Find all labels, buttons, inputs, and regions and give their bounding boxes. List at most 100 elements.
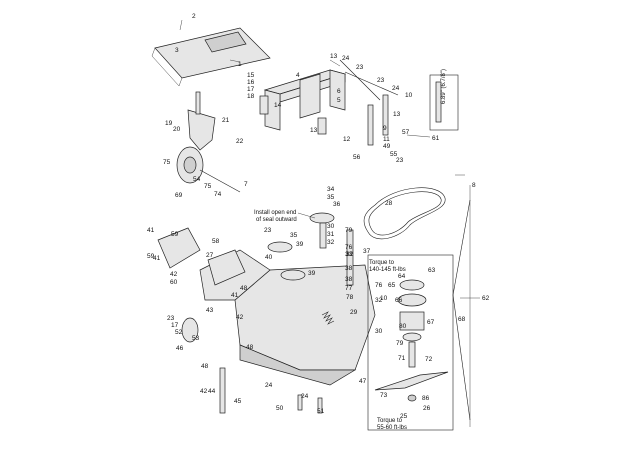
- callout-label: 17: [247, 86, 255, 93]
- callout-label: 61: [432, 135, 440, 142]
- callout-label: 28: [385, 200, 393, 207]
- callout-label: 77: [345, 285, 353, 292]
- callout-label: 32: [375, 297, 383, 304]
- callout-label: 13: [330, 53, 338, 60]
- discharge-chute: [157, 227, 246, 286]
- deck-link-arms: [339, 59, 399, 146]
- callout-label: 38: [345, 265, 353, 272]
- callout-label: 43: [206, 307, 214, 314]
- callout-label: 86: [422, 395, 430, 402]
- drive-belt: [363, 187, 446, 240]
- callout-label: 75: [204, 183, 212, 190]
- callout-label: 31: [327, 231, 335, 238]
- callout-label: 15: [247, 72, 255, 79]
- callout-label: 14: [274, 102, 282, 109]
- callout-label: 32: [327, 239, 335, 246]
- callout-label: 57: [402, 129, 410, 136]
- callout-label: 25: [400, 413, 408, 420]
- torque-note-top-line-1: Torque to: [369, 260, 395, 266]
- callout-label: 42: [170, 271, 178, 278]
- callout-label: 23: [167, 315, 175, 322]
- callout-label: 26: [423, 405, 431, 412]
- callout-label: 71: [398, 355, 406, 362]
- callout-label: 64: [398, 273, 406, 280]
- callout-label: 11: [383, 136, 390, 143]
- callout-label: 59: [171, 231, 179, 238]
- callout-label: 10: [380, 295, 388, 302]
- callout-label: 53: [192, 335, 200, 342]
- callout-label: 67: [427, 319, 435, 326]
- callout-label: 12: [343, 136, 351, 143]
- callout-label: 42: [200, 388, 208, 395]
- callout-label: 41: [153, 255, 161, 262]
- callout-label: 36: [333, 201, 341, 208]
- callout-label: 20: [173, 126, 181, 133]
- callout-label: 23: [396, 157, 404, 164]
- anti-scalp-bracket: [187, 91, 216, 151]
- callout-label: 75: [163, 159, 171, 166]
- callout-label: 50: [276, 405, 284, 412]
- callout-label: 76: [375, 282, 383, 289]
- callout-label: 6: [337, 88, 341, 95]
- callout-label: 42: [236, 314, 244, 321]
- callout-label: 46: [176, 345, 184, 352]
- callout-label: 17: [171, 322, 179, 329]
- callout-label: 9: [383, 125, 387, 132]
- callout-label: 27: [206, 252, 214, 259]
- callout-label: 24: [265, 382, 273, 389]
- callout-label: 5: [337, 97, 341, 104]
- callout-label: 60: [170, 279, 178, 286]
- callout-label: 30: [327, 223, 335, 230]
- callout-label: 33: [345, 251, 353, 258]
- blade-spec-note: 6.89" (6.7/8"): [441, 69, 447, 104]
- callout-label: 39: [308, 270, 316, 277]
- callout-label: 73: [380, 392, 388, 399]
- spindle-detail-box: [367, 199, 471, 431]
- callout-label: 34: [327, 186, 335, 193]
- callout-label: 56: [353, 154, 361, 161]
- callout-label: 72: [425, 356, 433, 363]
- blade-measure-box: [429, 74, 459, 131]
- callout-label: 29: [350, 309, 358, 316]
- callout-label: 41: [231, 292, 239, 299]
- callout-label: 30: [375, 328, 383, 335]
- callout-label: 47: [359, 378, 367, 385]
- callout-label: 79: [396, 340, 404, 347]
- callout-label: 58: [212, 238, 220, 245]
- callout-label: 45: [234, 398, 242, 405]
- callout-label: 40: [265, 254, 273, 261]
- callout-label: 63: [428, 267, 436, 274]
- callout-label: 19: [165, 120, 173, 127]
- callout-label: 4: [296, 72, 300, 79]
- callout-label: 41: [147, 227, 155, 234]
- callout-label: 68: [458, 316, 466, 323]
- callout-label: 49: [383, 143, 391, 150]
- deck-cover-plate: [151, 27, 271, 87]
- deck-pulleys: [267, 212, 354, 286]
- callout-label: 24: [301, 393, 309, 400]
- callout-label: 44: [208, 388, 216, 395]
- callout-label: 23: [377, 77, 385, 84]
- callout-label: 48: [246, 344, 254, 351]
- callout-label: 78: [346, 294, 354, 301]
- callout-label: 3: [175, 47, 179, 54]
- callout-label: 37: [363, 248, 371, 255]
- callout-label: 79: [345, 227, 353, 234]
- callout-label: 8: [472, 182, 476, 189]
- callout-label: 35: [290, 232, 298, 239]
- callout-label: 59: [147, 253, 155, 260]
- callout-label: 18: [247, 93, 255, 100]
- callout-label: 22: [236, 138, 244, 145]
- callout-label: 2: [192, 13, 196, 20]
- callout-label: 7: [244, 181, 248, 188]
- callout-label: 65: [388, 282, 396, 289]
- callout-label: 23: [264, 227, 272, 234]
- callout-label: 51: [317, 408, 325, 415]
- callout-label: 48: [240, 285, 248, 292]
- callout-label: 80: [399, 323, 407, 330]
- callout-label: 55: [390, 151, 398, 158]
- callout-label: 24: [392, 85, 400, 92]
- callout-label: 24: [342, 55, 350, 62]
